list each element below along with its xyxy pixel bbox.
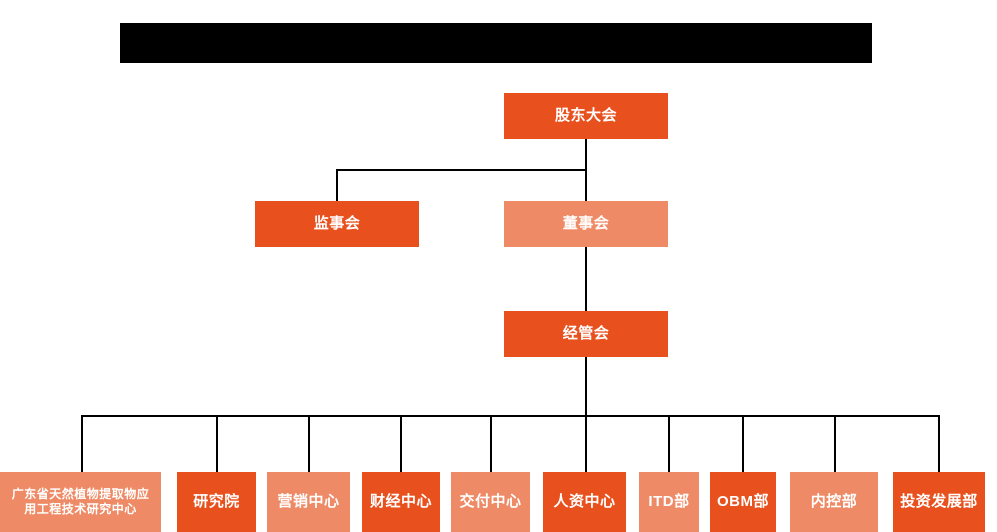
connector-drop-delivery-center <box>490 415 492 472</box>
connector-drop-marketing-center <box>308 415 310 472</box>
node-shareholders-meeting[interactable]: 股东大会 <box>504 93 668 139</box>
node-label-dept-hr-center: 人资中心 <box>553 492 616 510</box>
connector-management-stem <box>585 357 587 415</box>
node-label-dept-research-institute: 研究院 <box>193 492 240 510</box>
connector-shareholders-stem <box>585 139 587 171</box>
node-dept-research-center[interactable]: 广东省天然植物提取物应 用工程技术研究中心 <box>0 472 161 532</box>
connector-drop-itd <box>668 415 670 472</box>
node-label-dept-delivery-center: 交付中心 <box>459 492 522 510</box>
redacted-title-banner <box>120 23 872 63</box>
node-label-dept-internal-control: 内控部 <box>810 492 858 510</box>
connector-drop-hr-center <box>585 415 587 472</box>
connector-drop-research-center <box>81 415 83 472</box>
node-dept-hr-center[interactable]: 人资中心 <box>543 472 626 532</box>
connector-to-board-of-supervisors <box>336 169 338 201</box>
connector-drop-investment-development <box>938 415 940 472</box>
node-label-dept-obm: OBM部 <box>717 492 769 510</box>
connector-directors-to-management <box>585 241 587 311</box>
connector-level2-bus <box>336 169 587 171</box>
node-dept-obm[interactable]: OBM部 <box>710 472 776 532</box>
node-management-committee[interactable]: 经管会 <box>504 311 668 357</box>
connector-drop-internal-control <box>834 415 836 472</box>
node-dept-marketing-center[interactable]: 营销中心 <box>267 472 350 532</box>
connector-drop-obm <box>742 415 744 472</box>
node-label-shareholders-meeting: 股东大会 <box>554 106 617 124</box>
connector-drop-finance-center <box>400 415 402 472</box>
node-label-board-of-supervisors: 监事会 <box>313 214 361 232</box>
node-board-of-supervisors[interactable]: 监事会 <box>255 201 419 247</box>
node-label-dept-marketing-center: 营销中心 <box>277 492 340 510</box>
node-dept-research-institute[interactable]: 研究院 <box>177 472 256 532</box>
node-label-dept-finance-center: 财经中心 <box>369 492 432 510</box>
connector-to-board-of-directors <box>585 169 587 201</box>
node-label-dept-research-center: 广东省天然植物提取物应 用工程技术研究中心 <box>11 487 150 516</box>
connector-departments-bus <box>81 415 939 417</box>
node-dept-itd[interactable]: ITD部 <box>639 472 699 532</box>
node-label-dept-investment-development: 投资发展部 <box>900 492 978 510</box>
node-label-board-of-directors: 董事会 <box>562 214 610 232</box>
node-dept-delivery-center[interactable]: 交付中心 <box>451 472 530 532</box>
node-dept-investment-development[interactable]: 投资发展部 <box>893 472 985 532</box>
node-label-dept-itd: ITD部 <box>648 492 690 510</box>
node-dept-internal-control[interactable]: 内控部 <box>790 472 878 532</box>
connector-drop-research-institute <box>216 415 218 472</box>
node-board-of-directors[interactable]: 董事会 <box>504 201 668 247</box>
node-dept-finance-center[interactable]: 财经中心 <box>362 472 440 532</box>
node-label-management-committee: 经管会 <box>562 324 610 342</box>
